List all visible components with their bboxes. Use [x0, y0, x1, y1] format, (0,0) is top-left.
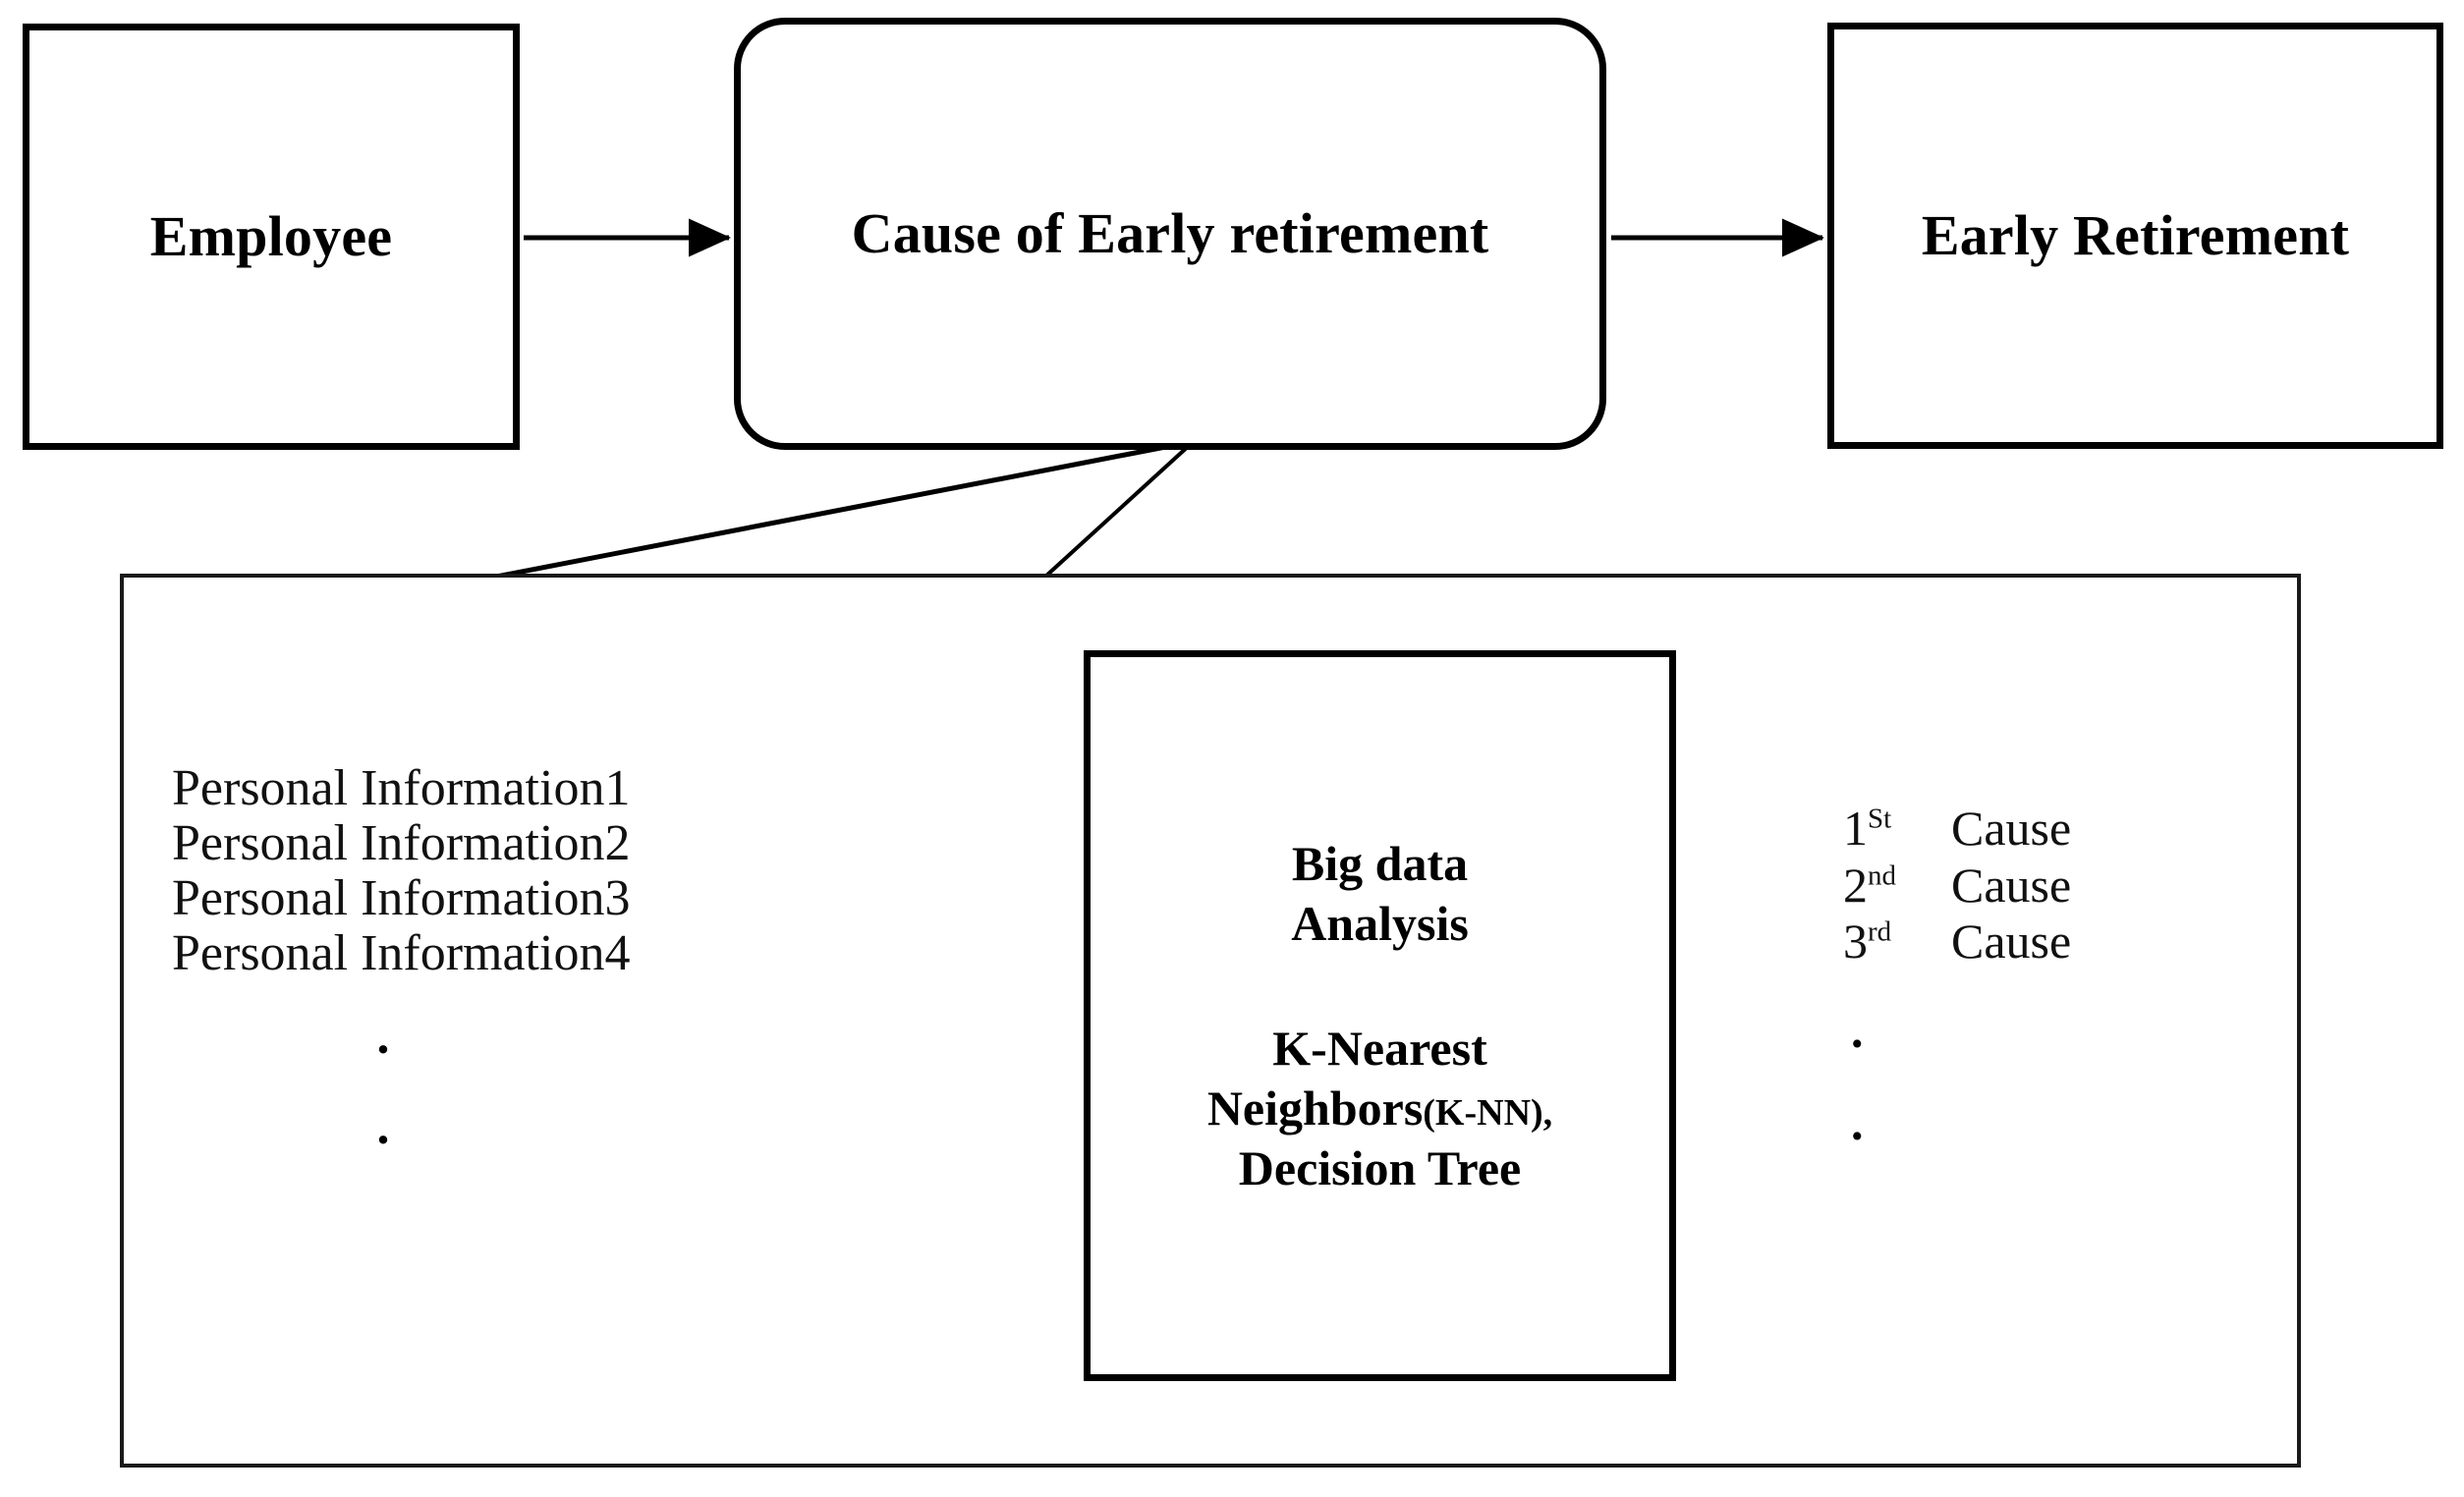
- connector-right-to-cause: [1043, 442, 1193, 579]
- processor-heading-line-1: Big data: [1291, 835, 1469, 891]
- processor-heading-line-2: Analysis: [1291, 895, 1469, 951]
- cause-number: 3: [1843, 914, 1868, 969]
- cause-ordinal: 1St: [1843, 801, 1951, 858]
- continuation-dot: .: [1851, 1002, 1864, 1058]
- connector-left-to-cause: [495, 441, 1182, 580]
- continuation-dot: .: [376, 1008, 390, 1065]
- personal-information-list: Personal Information1 Personal Informati…: [172, 760, 860, 1155]
- cause-ordinal-suffix: rd: [1868, 915, 1892, 948]
- node-cause-of-early-retirement[interactable]: Cause of Early retirement: [734, 18, 1606, 450]
- processor-method-main: Neighbors: [1206, 1080, 1424, 1136]
- processor-method-abbrev: (K-NN),: [1423, 1091, 1553, 1134]
- continuation-dot: .: [376, 1098, 390, 1155]
- processor-method-line-3: Decision Tree: [1238, 1139, 1522, 1195]
- node-early-retirement[interactable]: Early Retirement: [1827, 23, 2443, 449]
- node-employee[interactable]: Employee: [23, 24, 520, 450]
- cause-label: Cause: [1951, 801, 2072, 856]
- cause-label: Cause: [1951, 857, 2072, 913]
- outputs-continuation-dots: . .: [1843, 1006, 2334, 1147]
- node-cause-label: Cause of Early retirement: [851, 200, 1489, 265]
- list-item: Personal Information3: [172, 870, 631, 927]
- list-item: Personal Information2: [172, 815, 631, 872]
- continuation-dot: .: [1851, 1094, 1864, 1150]
- processor-method-line-2: Neighbors(K-NN),: [1207, 1079, 1552, 1138]
- cause-number: 2: [1843, 857, 1868, 913]
- node-early-retirement-label: Early Retirement: [1921, 202, 2350, 267]
- cause-ordinal: 2nd: [1843, 858, 1951, 915]
- cause-ordinal-suffix: St: [1868, 803, 1892, 835]
- node-big-data-analysis[interactable]: Big data Analysis K-Nearest Neighbors(K-…: [1084, 650, 1676, 1381]
- processor-method-line-1: K-Nearest: [1272, 1020, 1487, 1076]
- cause-ordinal-suffix: nd: [1868, 859, 1896, 891]
- inputs-continuation-dots: . .: [172, 1008, 594, 1155]
- cause-number: 1: [1843, 801, 1868, 856]
- list-item: Personal Information1: [172, 760, 631, 816]
- node-employee-label: Employee: [149, 203, 393, 268]
- cause-label: Cause: [1951, 914, 2072, 969]
- cause-ordinal: 3rd: [1843, 914, 1951, 970]
- list-item: Personal Information4: [172, 925, 631, 982]
